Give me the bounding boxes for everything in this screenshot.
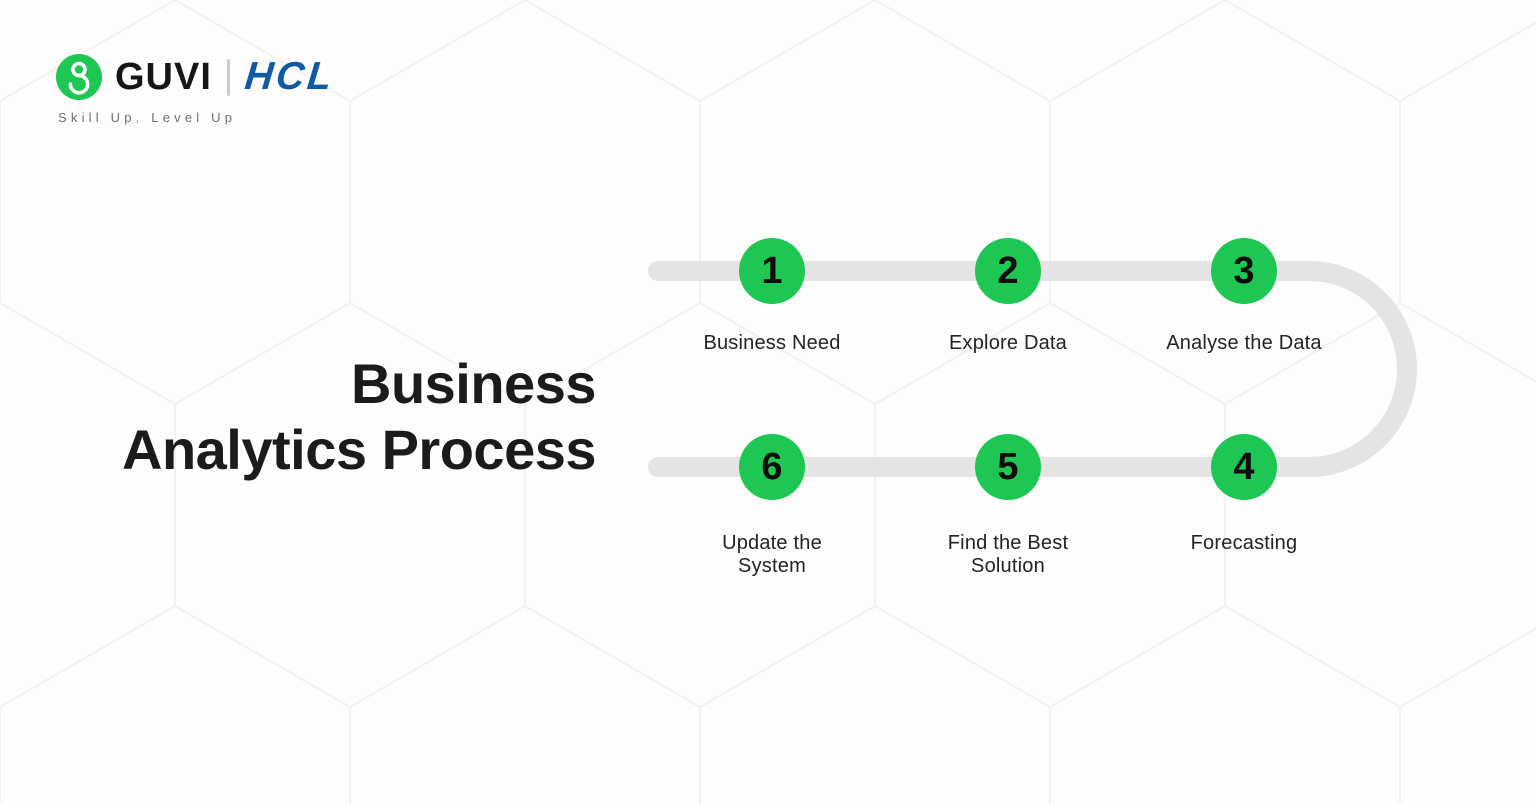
logo-divider [226, 58, 230, 96]
step-circle-5: 5 [975, 434, 1041, 500]
step-number: 3 [1233, 249, 1255, 292]
step-number: 1 [761, 249, 783, 292]
guvi-logo-icon [56, 54, 102, 100]
brand-header: GUVI HCL [56, 54, 337, 100]
step-number: 2 [997, 249, 1019, 292]
step-label-forecasting: Forecasting [1190, 532, 1298, 554]
page-title-line1: Business [351, 352, 597, 415]
step-number: 4 [1233, 445, 1255, 488]
brand-tagline: Skill Up. Level Up [58, 110, 237, 125]
page-title-line2: Analytics Process [122, 418, 596, 481]
step-label-analyse-the-data: Analyse the Data [1166, 332, 1322, 354]
step-number: 6 [761, 445, 783, 488]
hcl-wordmark: HCL [242, 55, 337, 98]
step-number: 5 [997, 445, 1019, 488]
step-label-update-the-system: Update the System [722, 532, 822, 577]
step-circle-1: 1 [739, 238, 805, 304]
page-title: Business Analytics Process [0, 351, 596, 483]
step-label-business-need: Business Need [703, 332, 841, 354]
step-circle-4: 4 [1211, 434, 1277, 500]
step-label-find-the-best-solution: Find the Best Solution [947, 532, 1069, 577]
guvi-wordmark: GUVI [115, 55, 212, 98]
step-circle-3: 3 [1211, 238, 1277, 304]
step-circle-2: 2 [975, 238, 1041, 304]
step-label-explore-data: Explore Data [948, 332, 1067, 354]
step-circle-6: 6 [739, 434, 805, 500]
